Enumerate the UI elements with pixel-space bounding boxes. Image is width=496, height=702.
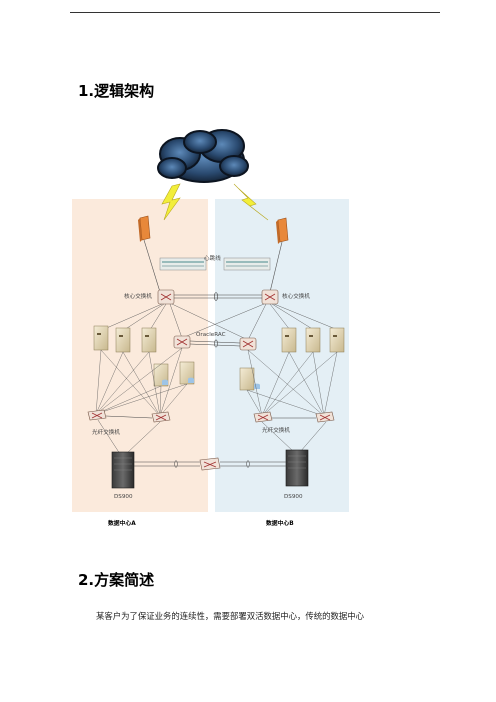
rac-switch-left-icon: [173, 335, 191, 349]
server-left-db-1-icon: [153, 363, 169, 387]
server-left-db-2-icon: [179, 361, 195, 385]
storage-left-label: DS900: [114, 494, 133, 500]
server-right-2-icon: [305, 327, 321, 353]
fiber-switch-right-1-icon: [253, 411, 273, 423]
server-right-3-icon: [329, 327, 345, 353]
section-heading-logical-architecture: 1.逻辑架构: [78, 82, 155, 100]
architecture-diagram: 心跳线 核心交换机 核心交换机 OracleRAC: [72, 128, 354, 528]
storage-left-icon: [111, 451, 135, 489]
server-right-1-icon: [281, 327, 297, 353]
fiber-switch-right-2-icon: [315, 411, 335, 423]
oracle-rac-label: OracleRAC: [196, 332, 226, 338]
lightning-right-icon: [233, 183, 269, 221]
dc-b-caption: 数据中心B: [266, 519, 294, 527]
rac-switch-right-icon: [239, 337, 257, 351]
core-switch-right-icon: [261, 289, 279, 305]
heartbeat-device-left: [159, 257, 207, 271]
fiber-switch-left-2-icon: [151, 411, 171, 423]
server-right-db-icon: [239, 367, 260, 391]
internet-cloud-icon: [157, 129, 249, 183]
section-heading-solution-overview: 2.方案简述: [78, 571, 155, 589]
dc-a-caption: 数据中心A: [108, 519, 136, 527]
core-switch-left-label: 核心交换机: [124, 292, 152, 300]
heartbeat-label: 心跳线: [204, 254, 221, 262]
fiber-switch-right-label: 光纤交换机: [262, 426, 290, 434]
core-switch-right-label: 核心交换机: [282, 292, 310, 300]
dc-b-region: [215, 199, 349, 512]
lightning-left-icon: [161, 183, 181, 221]
core-switch-left-icon: [157, 289, 175, 305]
server-left-1-icon: [93, 325, 109, 351]
server-left-3-icon: [141, 327, 157, 353]
storage-right-label: DS900: [284, 494, 303, 500]
firewall-left-icon: [138, 215, 151, 242]
firewall-right-icon: [276, 217, 289, 244]
header-rule: [70, 12, 440, 13]
fiber-switch-left-1-icon: [87, 409, 107, 421]
body-paragraph: 某客户为了保证业务的连续性，需要部署双活数据中心，传统的数据中心: [96, 611, 364, 621]
storage-right-icon: [285, 449, 309, 487]
server-left-2-icon: [115, 327, 131, 353]
fiber-switch-left-label: 光纤交换机: [92, 428, 120, 436]
dc-a-region: [72, 199, 208, 512]
storage-link-switch-icon: [199, 457, 221, 471]
heartbeat-device-right: [223, 257, 271, 271]
